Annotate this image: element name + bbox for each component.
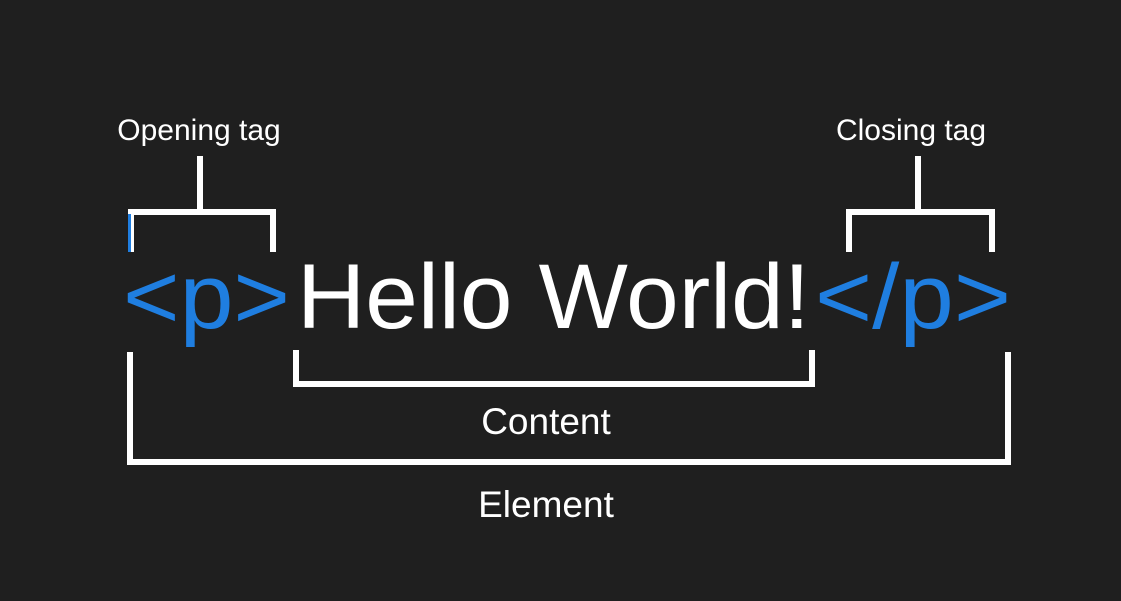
closing-tag-label: Closing tag xyxy=(836,114,986,147)
opening-tag-bracket xyxy=(128,156,276,252)
content-code: Hello World! xyxy=(297,246,810,348)
content-label: Content xyxy=(481,401,611,442)
closing-tag-bracket xyxy=(846,156,995,252)
content-bracket xyxy=(293,350,815,387)
text-cursor xyxy=(128,214,131,252)
element-bracket xyxy=(127,352,1011,465)
element-label: Element xyxy=(478,484,614,525)
opening-tag-code: <p> xyxy=(123,246,290,348)
opening-tag-label: Opening tag xyxy=(117,114,280,147)
closing-tag-code: </p> xyxy=(815,246,1011,348)
